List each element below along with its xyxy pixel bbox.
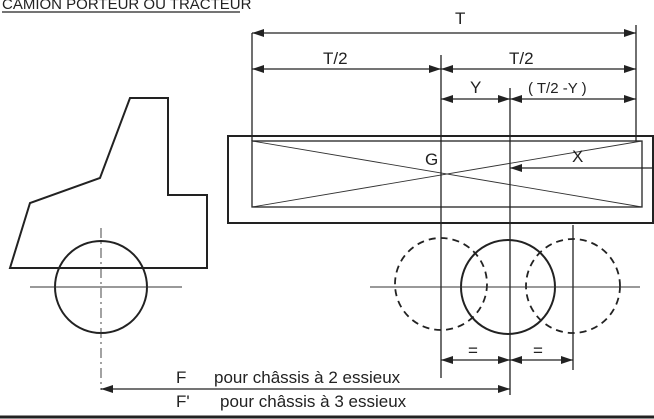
dim-y-arrow-right xyxy=(498,95,510,103)
dim-x-label: X xyxy=(572,147,583,166)
dim-half-right-arrow-right xyxy=(624,65,636,73)
dim-equal-left-label: = xyxy=(468,341,478,360)
dim-equal-right-arrow-right xyxy=(561,356,573,364)
dim-f-symbol: F xyxy=(176,368,186,387)
rear-wheel-right-dashed xyxy=(525,238,621,334)
dim-equal-right-label: = xyxy=(533,341,543,360)
dim-t-minus-y-label: ( T/2 -Y ) xyxy=(528,80,587,97)
dim-x-arrow-left xyxy=(510,164,522,172)
dim-t-minus-y-arrow-left xyxy=(510,95,522,103)
dim-total-label: T xyxy=(455,9,465,28)
dim-f-arrow-left xyxy=(101,385,113,393)
dim-half-right-arrow-left xyxy=(441,65,453,73)
dim-half-right-label: T/2 xyxy=(509,49,534,68)
dim-equal-left-arrow-right xyxy=(498,356,510,364)
dim-y-arrow-left xyxy=(441,95,453,103)
dim-half-left-arrow-right xyxy=(429,65,441,73)
dim-total-arrow-right xyxy=(624,29,636,37)
dim-equal-right-arrow-left xyxy=(510,356,522,364)
dim-f-prime-text: pour châssis à 3 essieux xyxy=(220,392,407,411)
dim-y-label: Y xyxy=(470,78,481,97)
cargo-body-inner xyxy=(251,140,643,208)
dim-f-arrow-right xyxy=(498,385,510,393)
dim-equal-left-arrow-left xyxy=(441,356,453,364)
cargo-diagonal-2 xyxy=(251,140,643,208)
dim-t-minus-y-arrow-right xyxy=(624,95,636,103)
header-title: CAMION PORTEUR OU TRACTEUR xyxy=(2,0,252,13)
dim-f-text: pour châssis à 2 essieux xyxy=(214,368,401,387)
center-of-gravity-label: G xyxy=(425,150,438,169)
dim-total-arrow-left xyxy=(252,29,264,37)
dim-half-left-arrow-left xyxy=(252,65,264,73)
dim-half-left-label: T/2 xyxy=(323,49,348,68)
truck-cab xyxy=(8,97,208,269)
dim-f-prime-symbol: F' xyxy=(176,392,190,411)
rear-wheel-left-dashed xyxy=(394,237,488,331)
header-title-text: CAMION PORTEUR OU TRACTEUR xyxy=(2,0,252,13)
